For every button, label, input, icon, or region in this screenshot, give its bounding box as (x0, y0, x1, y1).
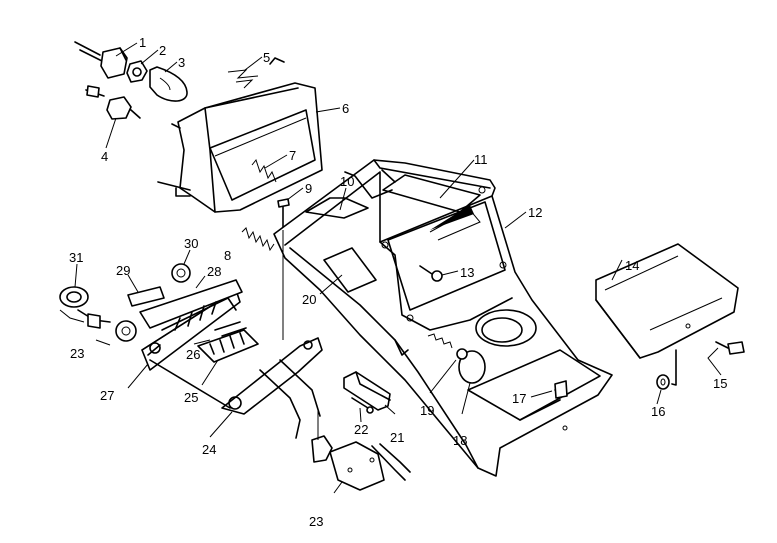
callout-28: 28 (207, 264, 221, 279)
lid-nut-16 (656, 349, 677, 390)
callout-1: 1 (139, 35, 146, 50)
callout-15: 15 (713, 376, 727, 391)
callout-22: 22 (354, 422, 368, 437)
callout-27: 27 (100, 388, 114, 403)
callout-7: 7 (289, 148, 296, 163)
callout-8: 8 (224, 248, 231, 263)
pilot-bulb-socket (85, 85, 141, 120)
lid-latch-15 (715, 341, 745, 355)
dash-panel (273, 159, 613, 477)
adjust-spring-8 (241, 227, 275, 252)
dash-screw-13 (419, 265, 443, 282)
switch-nut-23a (115, 320, 137, 342)
callout-19: 19 (420, 403, 434, 418)
callout-3: 3 (178, 55, 185, 70)
screw-22 (351, 397, 374, 414)
callout-26: 26 (186, 347, 200, 362)
callout-9: 9 (305, 181, 312, 196)
callout-20: 20 (302, 292, 316, 307)
mount-bracket-24 (149, 337, 323, 439)
callout-5: 5 (263, 50, 270, 65)
callout-14: 14 (625, 258, 639, 273)
callout-29: 29 (116, 263, 130, 278)
callout-4: 4 (101, 149, 108, 164)
headlight-spring-clip (227, 57, 285, 89)
callout-30: 30 (184, 236, 198, 251)
grommet-30 (171, 263, 191, 283)
callout-25: 25 (184, 390, 198, 405)
terminal-plate-25 (214, 321, 247, 337)
callout-2: 2 (159, 43, 166, 58)
storage-lid (595, 243, 739, 359)
headlight-housing (157, 82, 323, 213)
callout-16: 16 (651, 404, 665, 419)
grommet-18 (458, 350, 486, 384)
callout-18: 18 (453, 433, 467, 448)
callout-23-left: 23 (70, 346, 84, 361)
callout-labels: 1 2 3 4 5 6 7 8 9 10 11 12 13 14 15 16 1… (69, 35, 727, 529)
callout-12: 12 (528, 205, 542, 220)
callout-24: 24 (202, 442, 216, 457)
headlight-wiring-plug (74, 41, 128, 79)
callout-10: 10 (340, 174, 354, 189)
bulb-socket (126, 60, 148, 83)
callout-6: 6 (342, 101, 349, 116)
adjust-spring-7 (251, 158, 277, 183)
switch-21 (343, 371, 391, 411)
bolt-19 (427, 333, 468, 360)
callout-31: 31 (69, 250, 83, 265)
callout-11: 11 (474, 152, 488, 167)
callout-13: 13 (460, 265, 474, 280)
panel-clip-17 (554, 380, 568, 399)
switch-housing-28 (139, 279, 243, 331)
headlight-bulb (149, 66, 188, 102)
callout-21: 21 (390, 430, 404, 445)
callout-23-lower: 23 (309, 514, 323, 529)
decal-29 (127, 286, 165, 307)
switch-insert-26 (197, 329, 259, 363)
adjust-screw-9 (277, 198, 290, 229)
harness-connector-23b (311, 435, 411, 491)
callout-leaders (74, 42, 722, 494)
key-switch-31 (59, 286, 111, 329)
callout-17: 17 (512, 391, 526, 406)
